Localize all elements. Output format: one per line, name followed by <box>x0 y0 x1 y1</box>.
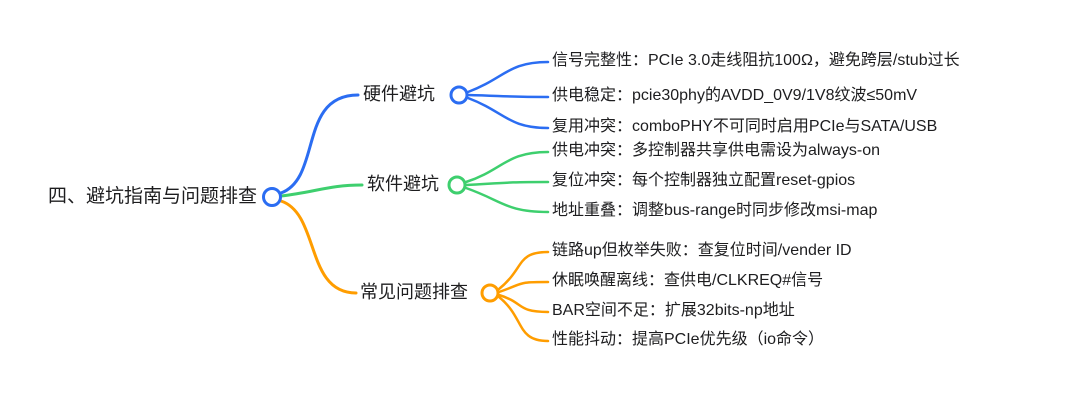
troubleshoot-node-circle[interactable] <box>480 283 500 303</box>
leaf-ts-wake-offline[interactable]: 休眠唤醒离线：查供电/CLKREQ#信号 <box>552 272 824 289</box>
leaf-ts-perf-jitter[interactable]: 性能抖动：提高PCIe优先级（io命令） <box>552 331 825 348</box>
leaf-sw-address-overlap[interactable]: 地址重叠：调整bus-range时同步修改msi-map <box>552 202 878 219</box>
link-sw-leaf-1 <box>464 150 550 184</box>
link-ts-leaf-3 <box>497 293 550 314</box>
leaf-ts-enum-failure[interactable]: 链路up但枚举失败：查复位时间/vender ID <box>552 242 852 259</box>
link-sw-leaf-2 <box>464 180 550 187</box>
leaf-hw-power-stability[interactable]: 供电稳定：pcie30phy的AVDD_0V9/1V8纹波≤50mV <box>552 87 918 104</box>
leaf-hw-signal-integrity[interactable]: 信号完整性：PCIe 3.0走线阻抗100Ω，避免跨层/stub过长 <box>552 52 960 69</box>
link-ts-leaf-1 <box>497 250 550 291</box>
link-hw-leaf-3 <box>466 96 550 130</box>
link-ts-leaf-4 <box>497 295 550 343</box>
root-node-label[interactable]: 四、避坑指南与问题排查 <box>48 186 258 207</box>
software-node-circle[interactable] <box>447 175 467 195</box>
link-root-hardware <box>279 93 360 195</box>
link-sw-leaf-3 <box>464 186 550 214</box>
leaf-ts-bar-space[interactable]: BAR空间不足：扩展32bits-np地址 <box>552 302 795 319</box>
branch-troubleshoot-label[interactable]: 常见问题排查 <box>360 282 468 302</box>
link-root-software <box>279 183 364 198</box>
branch-software-label[interactable]: 软件避坑 <box>367 174 439 194</box>
link-hw-leaf-1 <box>466 60 550 94</box>
link-root-troubleshoot <box>279 199 358 295</box>
root-node-circle[interactable] <box>262 187 282 207</box>
leaf-sw-power-conflict[interactable]: 供电冲突：多控制器共享供电需设为always-on <box>552 142 881 159</box>
link-hw-leaf-2 <box>466 93 550 99</box>
hardware-node-circle[interactable] <box>449 85 469 105</box>
leaf-hw-mux-conflict[interactable]: 复用冲突：comboPHY不可同时启用PCIe与SATA/USB <box>552 118 938 135</box>
branch-hardware-label[interactable]: 硬件避坑 <box>363 84 435 104</box>
leaf-sw-reset-conflict[interactable]: 复位冲突：每个控制器独立配置reset-gpios <box>552 172 856 189</box>
link-ts-leaf-2 <box>497 280 550 294</box>
